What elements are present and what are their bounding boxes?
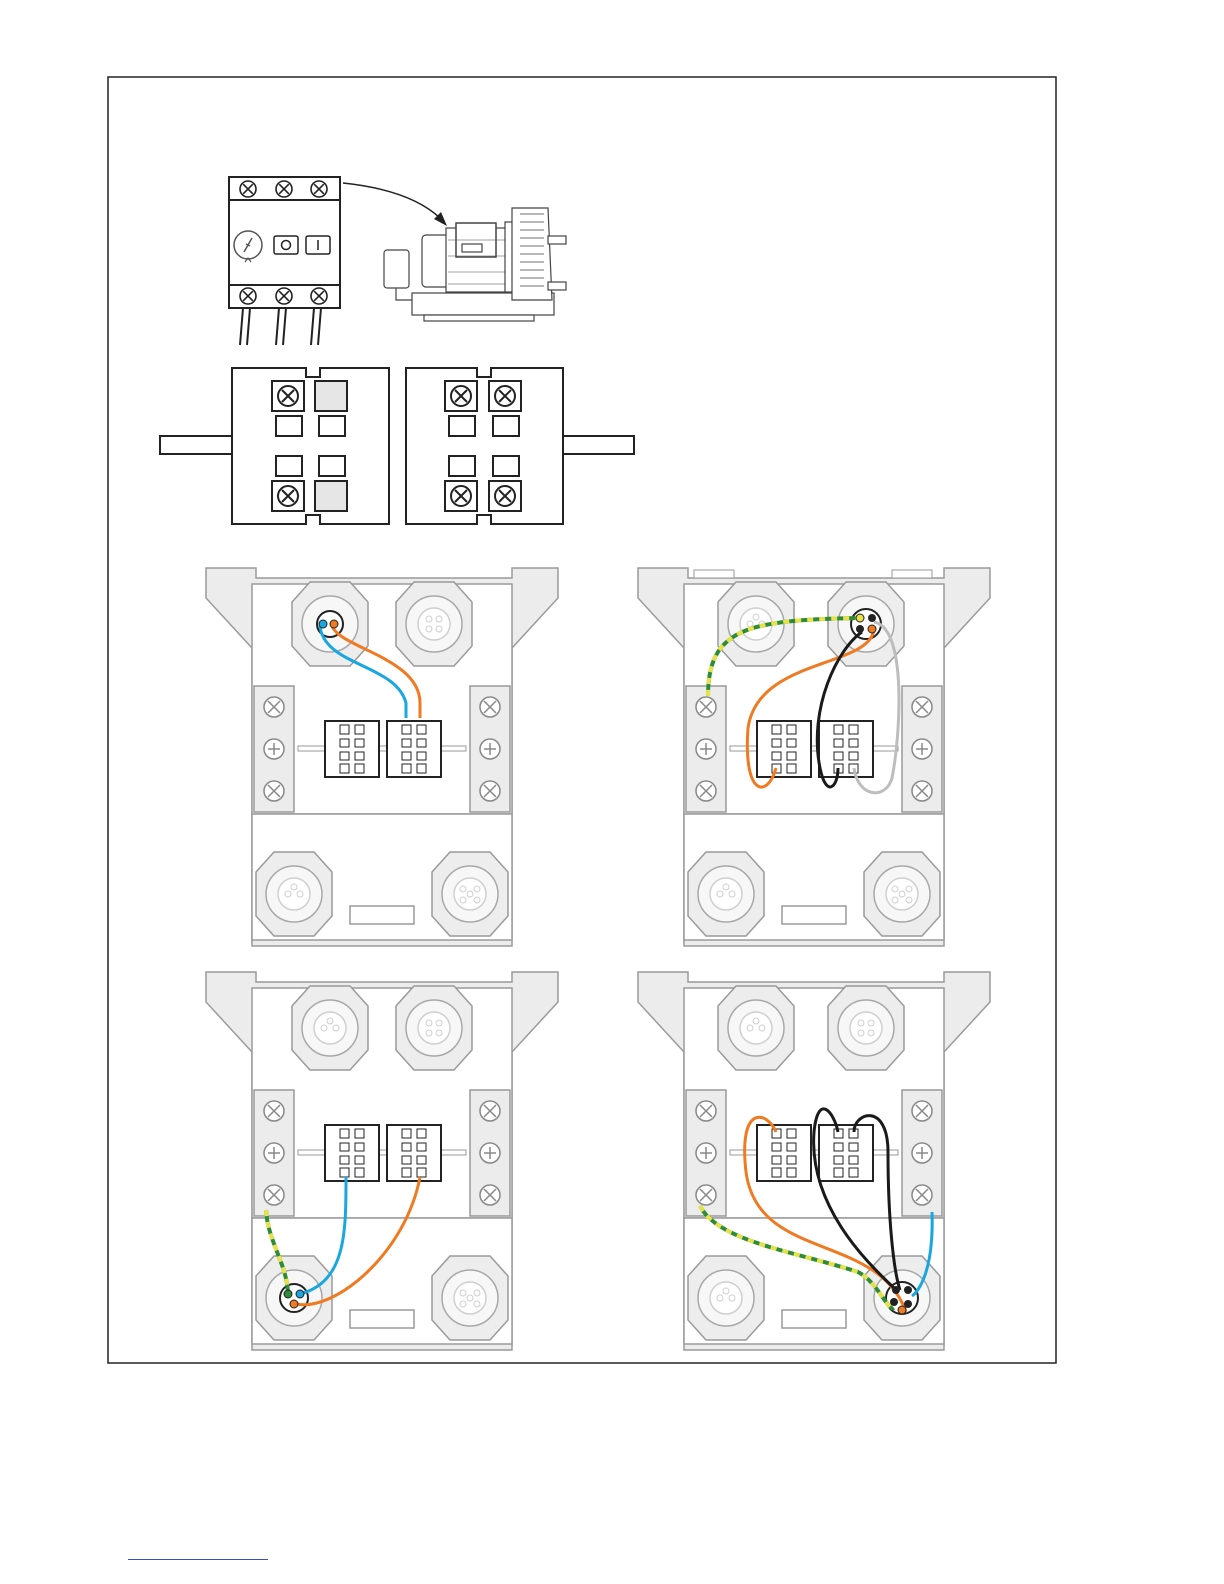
panel-single-phase-bottom bbox=[206, 972, 558, 1350]
footer-rule bbox=[128, 1559, 268, 1560]
panel-three-phase-bottom bbox=[638, 972, 990, 1350]
panel-single-phase-top bbox=[206, 568, 558, 946]
panel-three-phase-top bbox=[638, 568, 990, 946]
